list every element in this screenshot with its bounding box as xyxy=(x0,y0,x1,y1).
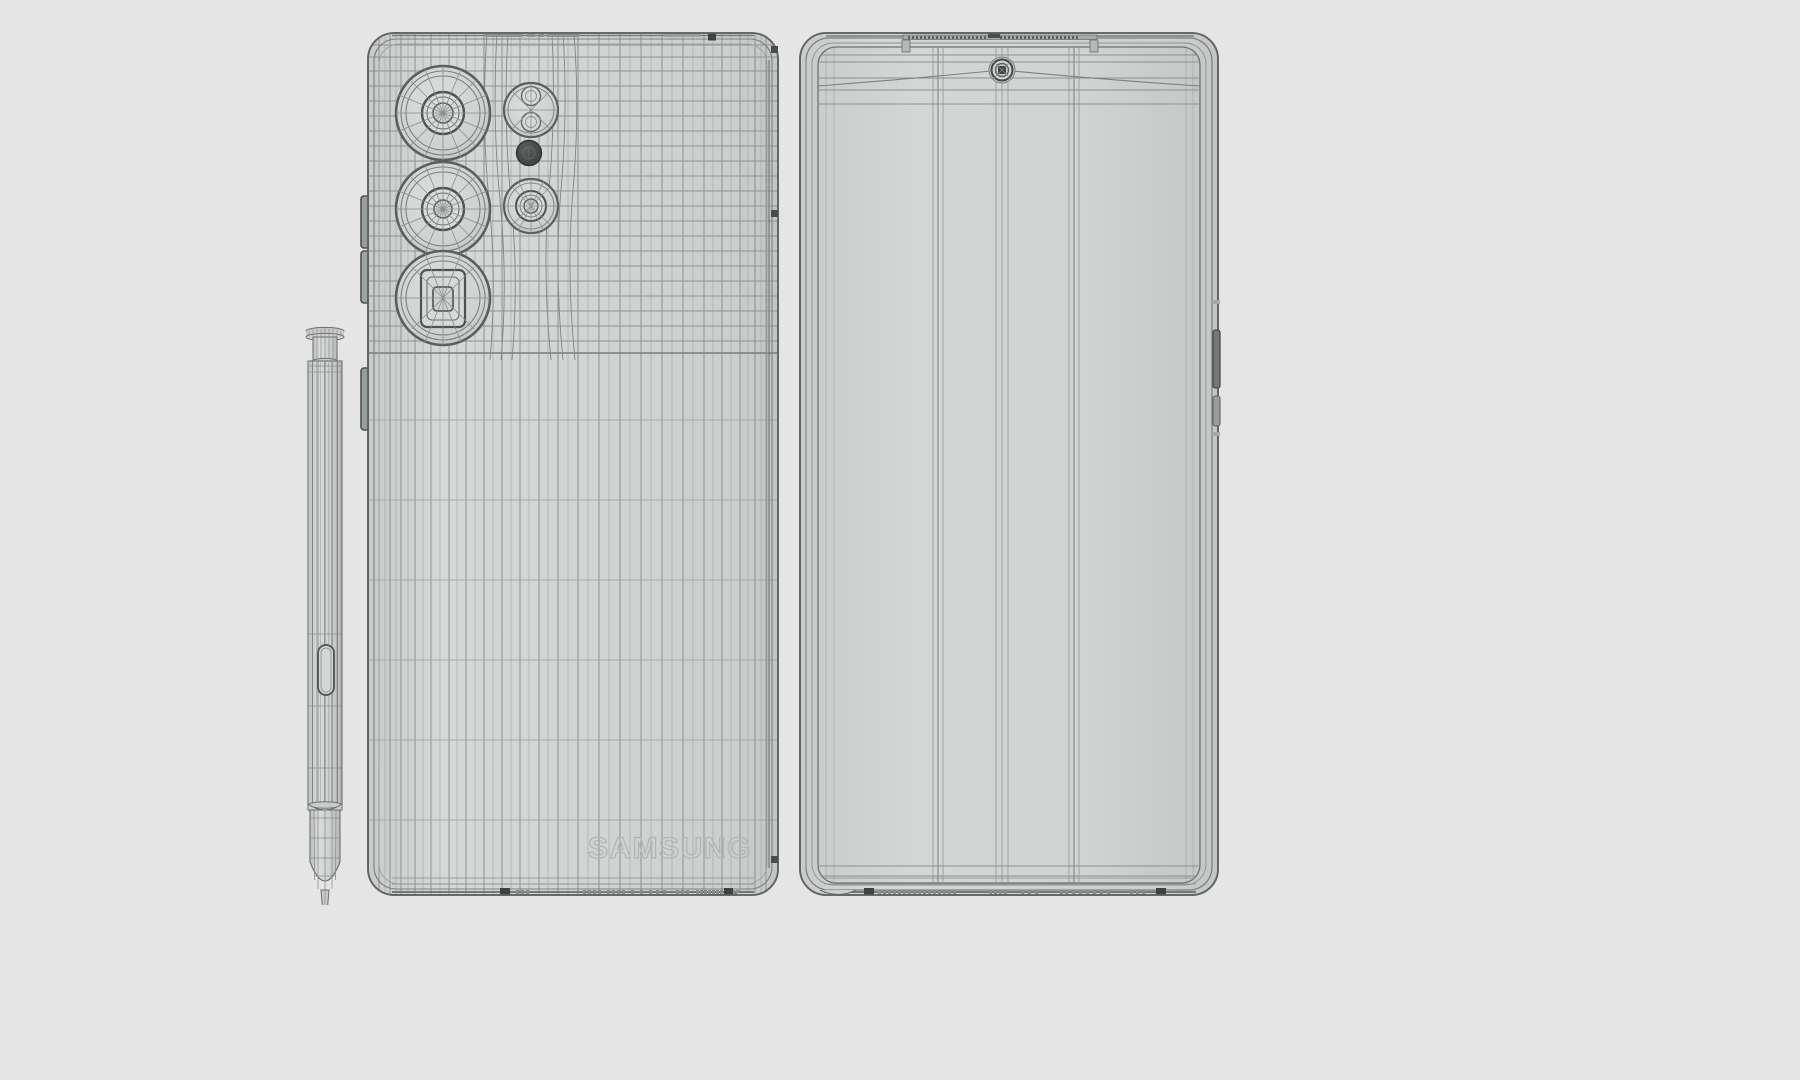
usb-c-port xyxy=(724,888,733,895)
phone-back-view[interactable]: SAMSUNG xyxy=(360,32,779,898)
screen-mesh-bottom xyxy=(818,865,1200,877)
lens-periscope-telephoto[interactable] xyxy=(394,249,492,347)
s-pen-taper xyxy=(309,809,341,893)
rear-camera-array[interactable] xyxy=(394,64,560,347)
lens-telephoto[interactable] xyxy=(502,177,560,235)
top-microphone xyxy=(708,33,716,41)
display-screen[interactable] xyxy=(817,46,1201,884)
back-mesh-vertical xyxy=(378,33,767,895)
bottom-mesh-detail xyxy=(392,877,754,885)
front-bezel-mid xyxy=(811,42,1207,886)
back-panel-outline xyxy=(367,32,779,896)
s-pen-barrel xyxy=(307,360,343,805)
speaker-grille-holes xyxy=(516,890,739,895)
led-flash xyxy=(515,139,543,167)
power-button[interactable] xyxy=(1212,395,1221,427)
back-panel-body xyxy=(367,32,779,896)
lens-ultrawide[interactable] xyxy=(394,160,492,258)
s-pen-collar xyxy=(312,336,338,365)
speaker-grille-holes xyxy=(878,890,1145,895)
front-side-buttons[interactable] xyxy=(1212,300,1221,436)
screen-mesh-vertical xyxy=(825,47,1194,883)
bottom-microphone xyxy=(500,888,510,895)
front-bottom-edge-details xyxy=(819,877,1196,895)
bottom-microphone xyxy=(864,888,874,895)
back-mesh-horizontal-lower xyxy=(368,419,778,821)
back-right-rim xyxy=(768,46,778,868)
sensor-cluster[interactable] xyxy=(502,81,560,139)
back-bottom-edge-details xyxy=(392,877,766,895)
back-glass-inset xyxy=(373,38,773,890)
phone-front-view[interactable] xyxy=(799,32,1221,897)
top-microphone xyxy=(988,33,1000,38)
samsung-logo-text: SAMSUNG xyxy=(588,832,752,865)
earpiece-grille xyxy=(826,33,1194,53)
front-frame-outline xyxy=(799,32,1219,896)
lens-wide[interactable] xyxy=(394,64,492,162)
s-pen-side-button[interactable] xyxy=(317,644,335,696)
back-top-edge-details xyxy=(392,33,754,41)
s-pen-tip xyxy=(320,889,330,905)
volume-rocker[interactable] xyxy=(1212,329,1221,389)
samsung-logo: SAMSUNG xyxy=(587,831,752,865)
usb-c-port xyxy=(1156,888,1166,895)
front-camera xyxy=(988,56,1016,84)
s-pen[interactable] xyxy=(305,326,345,908)
